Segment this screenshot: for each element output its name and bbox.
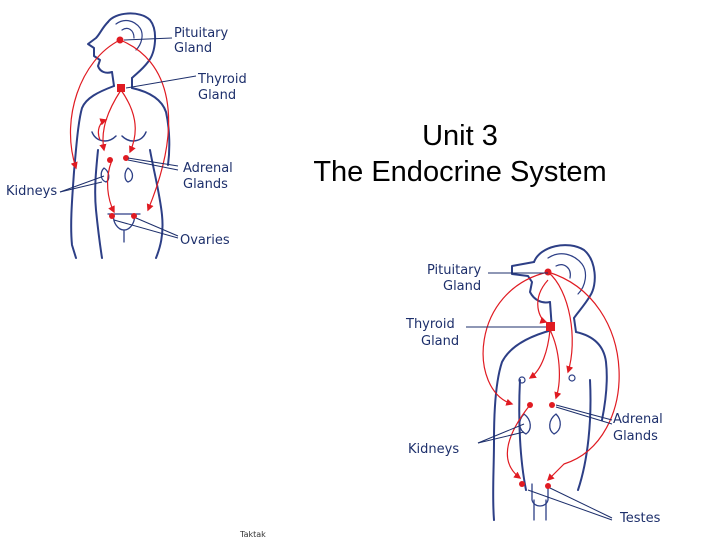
female-adrenal-label-1: Adrenal: [183, 161, 233, 176]
male-thyroid-label-1: Thyroid: [405, 317, 455, 332]
female-ovaries-label: Ovaries: [180, 233, 230, 248]
female-thyroid-label-2: Gland: [198, 88, 236, 103]
female-adrenal-label-2: Glands: [183, 177, 228, 192]
male-figure: Pituitary Gland Thyroid Gland Adrenal Gl…: [405, 245, 663, 526]
footer-credit: Taktak: [240, 530, 266, 539]
male-pituitary-label-1: Pituitary: [427, 263, 482, 278]
female-ovary-left: [109, 213, 115, 219]
female-kidneys-label: Kidneys: [6, 184, 57, 199]
female-pituitary-label-2: Gland: [174, 41, 212, 56]
male-adrenal-label-2: Glands: [613, 429, 658, 444]
male-testis-left: [519, 481, 525, 487]
male-thyroid-gland: [546, 322, 555, 331]
male-hormone-arrows: [483, 272, 619, 480]
male-thyroid-label-2: Gland: [421, 334, 459, 349]
male-kidneys-label: Kidneys: [408, 442, 459, 457]
female-labels: Pituitary Gland Thyroid Gland Adrenal Gl…: [6, 26, 247, 248]
female-adrenal-left: [107, 157, 113, 163]
female-thyroid-label-1: Thyroid: [197, 72, 247, 87]
male-labels: Pituitary Gland Thyroid Gland Adrenal Gl…: [405, 263, 663, 526]
male-pituitary-label-2: Gland: [443, 279, 481, 294]
male-adrenal-right: [549, 402, 555, 408]
female-pituitary-label-1: Pituitary: [174, 26, 229, 41]
female-figure: Pituitary Gland Thyroid Gland Adrenal Gl…: [6, 13, 247, 258]
female-glands: [107, 37, 137, 220]
female-leader-lines: [60, 38, 196, 238]
male-testes-label: Testes: [619, 511, 661, 526]
male-adrenal-label-1: Adrenal: [613, 412, 663, 427]
